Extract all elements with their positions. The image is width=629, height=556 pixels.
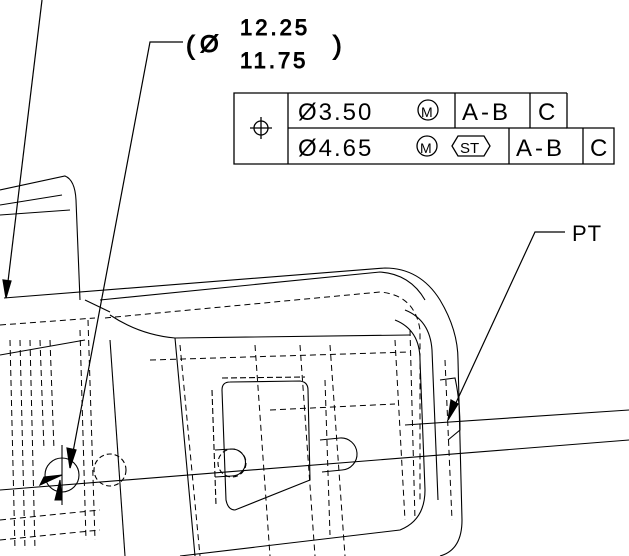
position-icon bbox=[250, 117, 272, 139]
row1-datum-1: A-B bbox=[462, 99, 511, 126]
statistical-tolerance-frame bbox=[451, 135, 491, 157]
row1-datum-2: C bbox=[538, 99, 555, 126]
upper-limit: 12.25 bbox=[240, 15, 310, 40]
leader-lines bbox=[2, 0, 565, 469]
feature-control-frame bbox=[233, 92, 615, 165]
row1-modifier: M bbox=[421, 104, 433, 120]
mmc-circle-1 bbox=[417, 99, 439, 121]
diameter-symbol: Ø bbox=[200, 31, 219, 58]
row2-datum-1: A-B bbox=[516, 135, 565, 162]
row2-statistical: ST bbox=[460, 140, 479, 157]
diameter-dimension: ( Ø 12.25 11.75 ) bbox=[186, 15, 343, 74]
row2-tolerance: Ø4.65 bbox=[298, 135, 373, 162]
lower-limit: 11.75 bbox=[240, 48, 308, 73]
part-outline bbox=[0, 175, 629, 556]
row1-tolerance: Ø3.50 bbox=[298, 99, 373, 126]
row2-modifier: M bbox=[420, 140, 432, 156]
mmc-circle-2 bbox=[416, 135, 438, 157]
hidden-lines bbox=[0, 291, 453, 556]
dimension-close-paren: ) bbox=[333, 30, 342, 60]
row2-datum-2: C bbox=[590, 135, 607, 162]
pt-callout-label: PT bbox=[572, 221, 602, 246]
dimension-open-paren: ( bbox=[186, 30, 195, 60]
